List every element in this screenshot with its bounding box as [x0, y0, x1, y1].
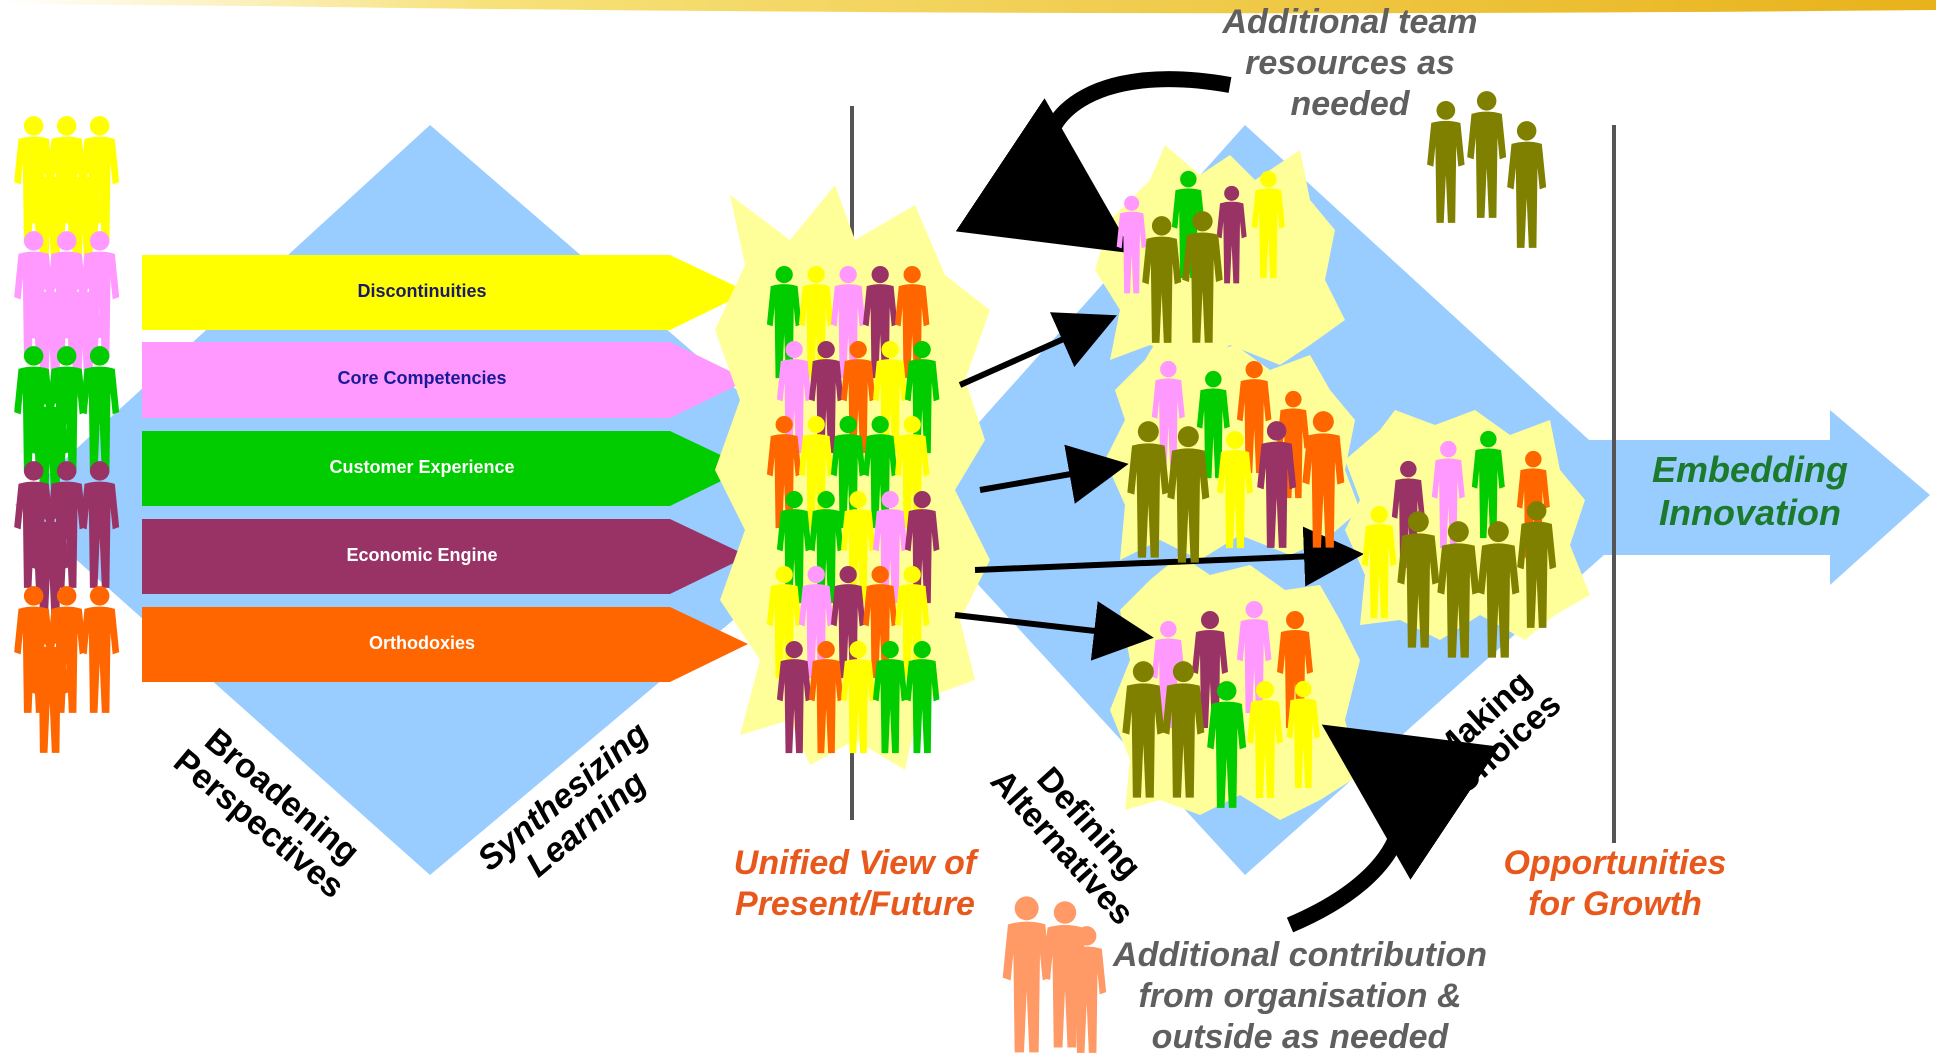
arrow-to-top-team [958, 312, 1117, 388]
milestone-unified-line2: Present/Future [735, 884, 975, 923]
note-additional-contribution: Additional contribution from organisatio… [1075, 935, 1525, 1057]
bar-core-competencies-shape [142, 342, 748, 418]
note-team-line1: Additional team [1222, 3, 1478, 41]
bar-label-core-competencies: Core Competencies [337, 368, 507, 388]
note-team-line3: needed [1290, 84, 1410, 123]
embedding-arrow [1560, 410, 1930, 585]
milestone-opportunities-line2: for Growth [1528, 884, 1702, 923]
bar-orthodoxies-shape [142, 607, 748, 682]
bar-customer-experience-shape [142, 431, 748, 506]
bar-label-customer-experience: Customer Experience [329, 457, 515, 477]
bar-discontinuities-shape [142, 255, 748, 330]
arrow-to-bottom-team [954, 601, 1154, 661]
milestone-embedding-line2: Innovation [1659, 492, 1841, 534]
milestone-opportunities-line1: Opportunities [1503, 844, 1727, 882]
note-contribution-line1: Additional contribution [1113, 936, 1487, 974]
curved-arrow-team-resources [955, 71, 1232, 254]
top-decorative-band [0, 0, 1936, 14]
milestone-unified-line1: Unified View of [733, 844, 977, 882]
note-contribution-line2: from organisation & [1138, 976, 1462, 1015]
divider-opportunities [1612, 125, 1616, 843]
bar-label-orthodoxies: Orthodoxies [368, 633, 475, 653]
bar-label-economic-engine: Economic Engine [346, 545, 498, 565]
arrow-to-choice-team [974, 526, 1364, 587]
milestone-embedding-innovation: Embedding Innovation [1610, 448, 1890, 534]
milestone-embedding-line1: Embedding [1652, 449, 1848, 490]
left-column-person-icon [80, 586, 120, 713]
bar-economic-engine-shape [142, 519, 748, 594]
milestone-unified-view: Unified View of Present/Future [700, 843, 1010, 925]
note-additional-team: Additional team resources as needed [1175, 2, 1525, 124]
arrow-to-middle-team [979, 444, 1129, 504]
bar-label-discontinuities: Discontinuities [357, 281, 487, 301]
note-contribution-line3: outside as needed [1151, 1017, 1449, 1056]
curved-arrow-contribution [1286, 724, 1500, 933]
resource-team-person-icon [1507, 121, 1547, 248]
note-team-line2: resources as [1245, 43, 1455, 82]
milestone-opportunities: Opportunities for Growth [1465, 843, 1765, 925]
